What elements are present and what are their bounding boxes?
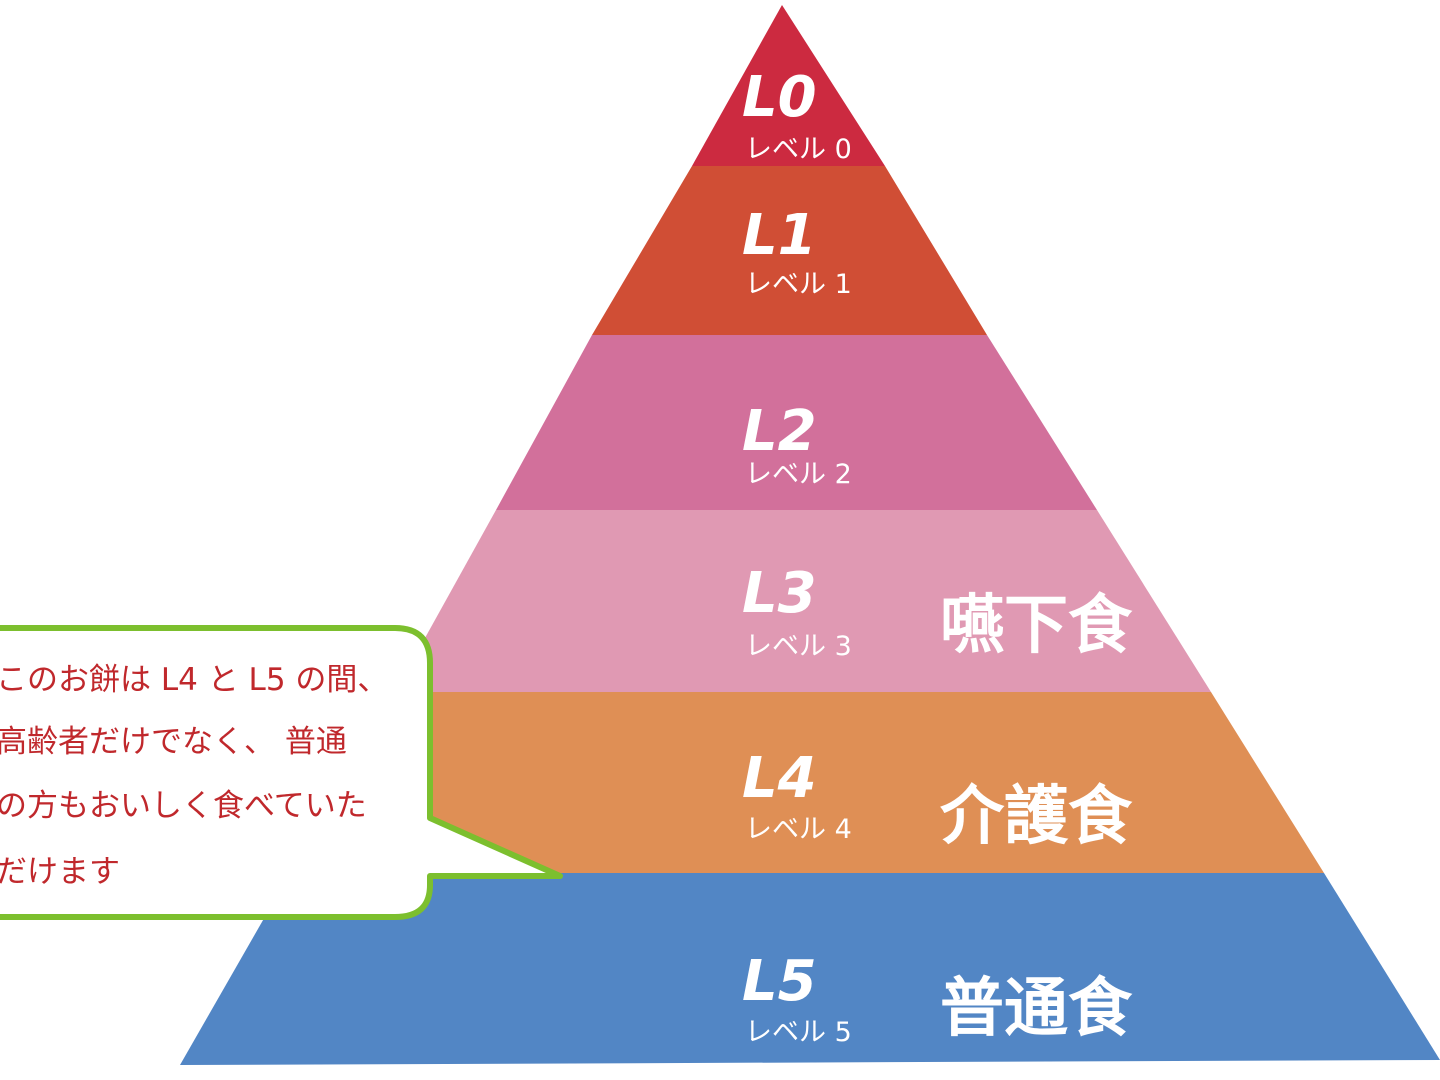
pyramid-bands	[180, 5, 1440, 1065]
band-l0	[692, 5, 885, 166]
level-code-l0: L0	[742, 65, 817, 130]
level-code-l5: L5	[742, 949, 817, 1014]
level-sub-l0: レベル 0	[745, 134, 852, 165]
level-code-l3: L3	[742, 561, 817, 626]
diet-label-l3: 嚥下食	[940, 589, 1133, 663]
level-code-l1: L1	[742, 203, 817, 268]
level-sub-l1: レベル 1	[745, 269, 852, 300]
callout-shape	[0, 625, 563, 920]
callout-line-2: 高齢者だけでなく、 普通	[0, 724, 347, 760]
level-sub-l2: レベル 2	[745, 459, 852, 490]
level-code-l2: L2	[742, 399, 817, 464]
level-sub-l3: レベル 3	[745, 631, 852, 662]
band-l4	[290, 692, 1324, 873]
callout-line-3: の方もおいしく食べていた	[0, 788, 367, 824]
diet-label-l5: 普通食	[940, 972, 1133, 1046]
band-l5	[180, 873, 1440, 1065]
diet-label-l4: 介護食	[940, 780, 1133, 854]
band-l1	[592, 166, 987, 335]
band-l2	[496, 335, 1097, 510]
band-l3	[395, 510, 1211, 692]
callout-bubble: このお餅は L4 と L5 の間、 高齢者だけでなく、 普通 の方もおいしく食べ…	[0, 625, 563, 920]
level-sub-l5: レベル 5	[745, 1017, 852, 1048]
callout-line-1: このお餅は L4 と L5 の間、	[0, 662, 388, 698]
callout-line-4: だけます	[0, 854, 120, 890]
level-sub-l4: レベル 4	[745, 814, 852, 845]
level-code-l4: L4	[742, 746, 817, 811]
level-labels: L0 レベル 0 L1 レベル 1 L2 レベル 2 L3 レベル 3 L4 レ…	[742, 65, 852, 1048]
diet-labels: 嚥下食 介護食 普通食	[940, 589, 1133, 1046]
